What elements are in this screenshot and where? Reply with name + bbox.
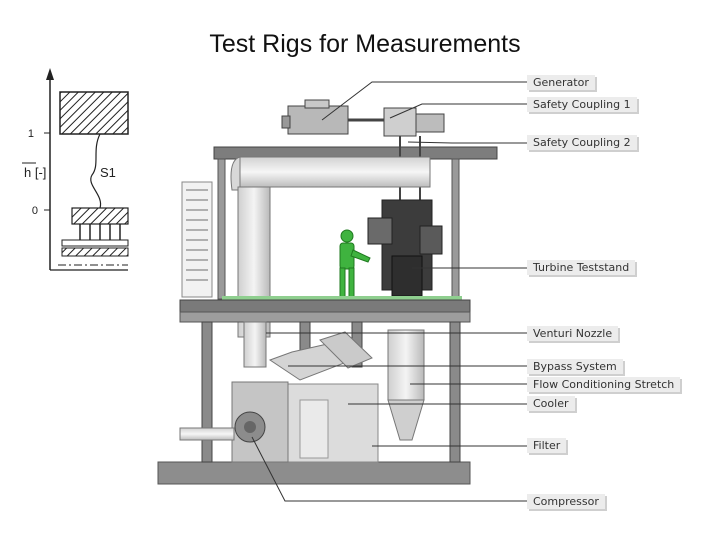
- person-figure: [339, 229, 371, 299]
- ground-hatch: [61, 247, 129, 257]
- curve-s1: [90, 133, 102, 209]
- callout-label: Venturi Nozzle: [533, 327, 613, 340]
- horizontal-pipe: [239, 156, 431, 188]
- callout-label: Safety Coupling 1: [533, 98, 631, 111]
- tick-label-0: 0: [32, 205, 38, 217]
- bypass-pipe: [268, 331, 373, 381]
- curve-label-s1: S1: [100, 165, 116, 180]
- y-axis-arrow: [46, 68, 54, 80]
- platform-surface: [222, 296, 462, 300]
- lower-hatched-block: [71, 207, 129, 225]
- test-rig-drawing: [157, 99, 498, 485]
- callout-label: Generator: [533, 76, 589, 89]
- callout-turbine-teststand: Turbine Teststand: [527, 260, 636, 275]
- leader-lines: [251, 81, 527, 502]
- slide-title: Test Rigs for Measurements: [209, 30, 521, 58]
- base-plate: [61, 239, 129, 247]
- upper-hatched-block: [59, 91, 129, 135]
- callout-label: Bypass System: [533, 360, 617, 373]
- staircase: [181, 181, 213, 298]
- callout-venturi-nozzle: Venturi Nozzle: [527, 326, 619, 341]
- callout-label: Safety Coupling 2: [533, 136, 631, 149]
- callout-cooler: Cooler: [527, 396, 575, 411]
- callout-filter: Filter: [527, 438, 567, 453]
- y-axis-label: h [-]: [24, 165, 46, 180]
- callout-label: Cooler: [533, 397, 569, 410]
- callout-bypass-system: Bypass System: [527, 359, 623, 374]
- callout-compressor: Compressor: [527, 494, 605, 509]
- callout-label: Compressor: [533, 495, 599, 508]
- turbine-teststand: [367, 199, 443, 297]
- height-plot-inset: 1 0 h [-] S1: [22, 68, 129, 271]
- safety-coupling: [383, 107, 445, 200]
- middle-floor: [179, 299, 471, 313]
- tick-label-1: 1: [28, 128, 34, 140]
- callout-label: Flow Conditioning Stretch: [533, 378, 675, 391]
- flow-conditioning-stretch: [387, 329, 425, 441]
- ground-floor: [157, 461, 471, 485]
- venturi-nozzle: [243, 321, 267, 368]
- callout-generator: Generator: [527, 75, 595, 90]
- generator: [281, 99, 395, 135]
- callout-label: Turbine Teststand: [533, 261, 630, 274]
- compressor: [179, 381, 289, 463]
- callout-safety-coupling-1: Safety Coupling 1: [527, 97, 637, 112]
- callout-safety-coupling-2: Safety Coupling 2: [527, 135, 637, 150]
- callout-flow-conditioning-stretch: Flow Conditioning Stretch: [527, 377, 681, 392]
- callout-label: Filter: [533, 439, 561, 452]
